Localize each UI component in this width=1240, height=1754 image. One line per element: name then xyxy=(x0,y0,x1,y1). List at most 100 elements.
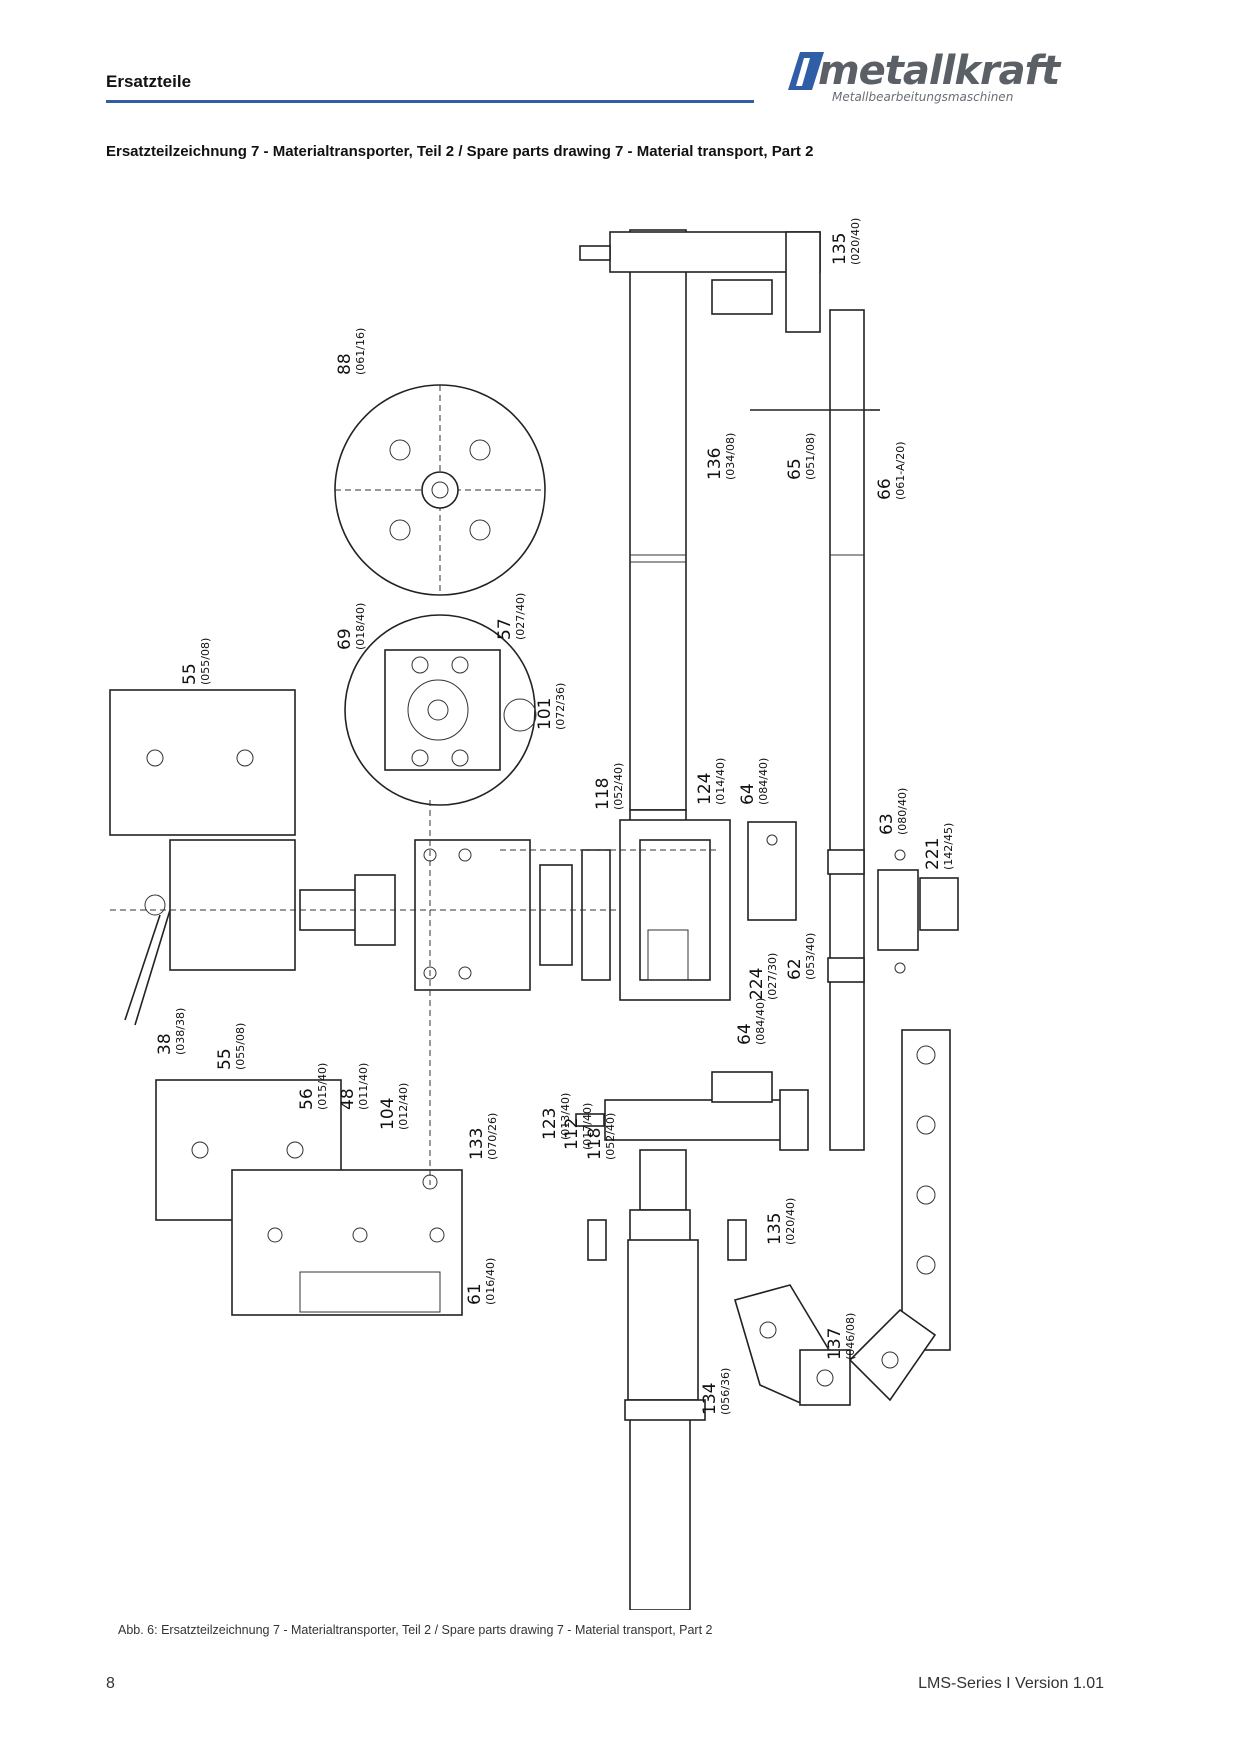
svg-text:124: 124 xyxy=(695,773,715,805)
logo-wordmark: metallkraft xyxy=(818,48,1060,94)
callout-66: 66 (061-A/20) xyxy=(875,441,907,500)
svg-text:57: 57 xyxy=(495,618,515,640)
logo-subtitle: Metallbearbeitungsmaschinen xyxy=(832,90,1014,104)
footer-version: LMS-Series I Version 1.01 xyxy=(918,1675,1104,1692)
svg-text:63: 63 xyxy=(877,813,897,835)
svg-text:(052/40): (052/40) xyxy=(604,1113,617,1160)
callout-118-bottom: 118 (052/40) xyxy=(585,1113,617,1160)
svg-text:(070/26): (070/26) xyxy=(486,1113,499,1160)
callout-55-bottom: 55 (055/08) xyxy=(215,1023,247,1070)
callout-64-top: 64 (084/40) xyxy=(738,758,770,805)
callout-101: 101 (072/36) xyxy=(535,683,567,730)
svg-text:135: 135 xyxy=(830,233,850,265)
svg-text:(061/16): (061/16) xyxy=(354,328,367,375)
svg-text:64: 64 xyxy=(735,1023,755,1045)
top-bracket xyxy=(579,231,821,333)
svg-text:101: 101 xyxy=(535,698,555,730)
svg-text:104: 104 xyxy=(378,1098,398,1130)
switch-assembly xyxy=(747,821,959,983)
plate-55-top xyxy=(109,689,296,836)
callout-135-top: 135 (020/40) xyxy=(830,218,862,265)
spare-parts-drawing: 135 (020/40) 88 (061/16) 136 (034/08) 65… xyxy=(109,218,959,1610)
svg-text:(013/40): (013/40) xyxy=(559,1093,572,1140)
drawing-title: Ersatzteilzeichnung 7 - Materialtranspor… xyxy=(106,143,814,160)
svg-text:224: 224 xyxy=(747,968,767,1000)
callout-133: 133 (070/26) xyxy=(467,1113,499,1160)
disc-88 xyxy=(334,384,546,596)
svg-text:123: 123 xyxy=(540,1108,560,1140)
callouts: 135 (020/40) 88 (061/16) 136 (034/08) 65… xyxy=(155,218,955,1415)
svg-text:136: 136 xyxy=(705,448,725,480)
header-rule xyxy=(106,100,754,103)
figure-caption: Abb. 6: Ersatzteilzeichnung 7 - Material… xyxy=(118,1623,713,1637)
rail-bar xyxy=(750,309,880,1151)
svg-text:221: 221 xyxy=(923,838,943,870)
callout-48: 48 (011/40) xyxy=(338,1063,370,1110)
callout-124: 124 (014/40) xyxy=(695,758,727,805)
callout-57: 57 (027/40) xyxy=(495,593,527,640)
svg-text:(142/45): (142/45) xyxy=(942,823,955,870)
svg-text:55: 55 xyxy=(215,1048,235,1070)
svg-text:134: 134 xyxy=(700,1383,720,1415)
svg-text:(084/40): (084/40) xyxy=(757,758,770,805)
svg-text:(020/40): (020/40) xyxy=(849,218,862,265)
svg-text:65: 65 xyxy=(785,458,805,480)
callout-88: 88 (061/16) xyxy=(335,328,367,375)
callout-69: 69 (018/40) xyxy=(335,603,367,650)
clamp-assembly xyxy=(124,839,611,1026)
svg-text:118: 118 xyxy=(593,778,613,810)
callout-104: 104 (012/40) xyxy=(378,1083,410,1130)
svg-text:(084/40): (084/40) xyxy=(754,998,767,1045)
svg-text:(056/36): (056/36) xyxy=(719,1368,732,1415)
callout-123: 123 (013/40) xyxy=(540,1093,572,1140)
svg-text:(020/40): (020/40) xyxy=(784,1198,797,1245)
disc-69 xyxy=(344,614,537,806)
svg-text:61: 61 xyxy=(465,1283,485,1305)
svg-text:(015/40): (015/40) xyxy=(316,1063,329,1110)
svg-text:(072/36): (072/36) xyxy=(554,683,567,730)
svg-text:(053/40): (053/40) xyxy=(804,933,817,980)
svg-text:55: 55 xyxy=(180,663,200,685)
callout-61: 61 (016/40) xyxy=(465,1258,497,1305)
callout-221: 221 (142/45) xyxy=(923,823,955,870)
svg-text:(012/40): (012/40) xyxy=(397,1083,410,1130)
svg-text:133: 133 xyxy=(467,1128,487,1160)
svg-text:(027/30): (027/30) xyxy=(766,953,779,1000)
svg-text:(014/40): (014/40) xyxy=(714,758,727,805)
svg-text:88: 88 xyxy=(335,353,355,375)
callout-62: 62 (053/40) xyxy=(785,933,817,980)
svg-text:38: 38 xyxy=(155,1033,175,1055)
svg-text:64: 64 xyxy=(738,783,758,805)
svg-text:135: 135 xyxy=(765,1213,785,1245)
svg-text:(061-A/20): (061-A/20) xyxy=(894,441,907,500)
svg-text:112: 112 xyxy=(562,1118,582,1150)
callout-137: 137 (046/08) xyxy=(825,1313,857,1360)
callout-136: 136 (034/08) xyxy=(705,433,737,480)
svg-text:(052/40): (052/40) xyxy=(612,763,625,810)
callout-112: 112 (017/40) xyxy=(562,1103,594,1150)
callout-118-top: 118 (052/40) xyxy=(593,763,625,810)
svg-text:118: 118 xyxy=(585,1128,605,1160)
callout-134: 134 (056/36) xyxy=(700,1368,732,1415)
svg-text:66: 66 xyxy=(875,478,895,500)
svg-text:69: 69 xyxy=(335,628,355,650)
drag-chain xyxy=(734,1029,951,1407)
svg-text:(055/08): (055/08) xyxy=(199,638,212,685)
callout-38: 38 (038/38) xyxy=(155,1008,187,1055)
callout-56: 56 (015/40) xyxy=(297,1063,329,1110)
section-title: Ersatzteile xyxy=(106,72,192,91)
callout-64-bottom: 64 (084/40) xyxy=(735,998,767,1045)
svg-text:(051/08): (051/08) xyxy=(804,433,817,480)
svg-text:(080/40): (080/40) xyxy=(896,788,909,835)
svg-text:(038/38): (038/38) xyxy=(174,1008,187,1055)
central-block xyxy=(619,819,731,1001)
svg-text:48: 48 xyxy=(338,1088,358,1110)
svg-text:(017/40): (017/40) xyxy=(581,1103,594,1150)
callout-55-top: 55 (055/08) xyxy=(180,638,212,685)
svg-text:(027/40): (027/40) xyxy=(514,593,527,640)
svg-text:56: 56 xyxy=(297,1088,317,1110)
callout-224: 224 (027/30) xyxy=(747,953,779,1000)
logo-mark-icon xyxy=(788,52,824,90)
svg-text:137: 137 xyxy=(825,1328,845,1360)
plate-61 xyxy=(231,1169,463,1316)
